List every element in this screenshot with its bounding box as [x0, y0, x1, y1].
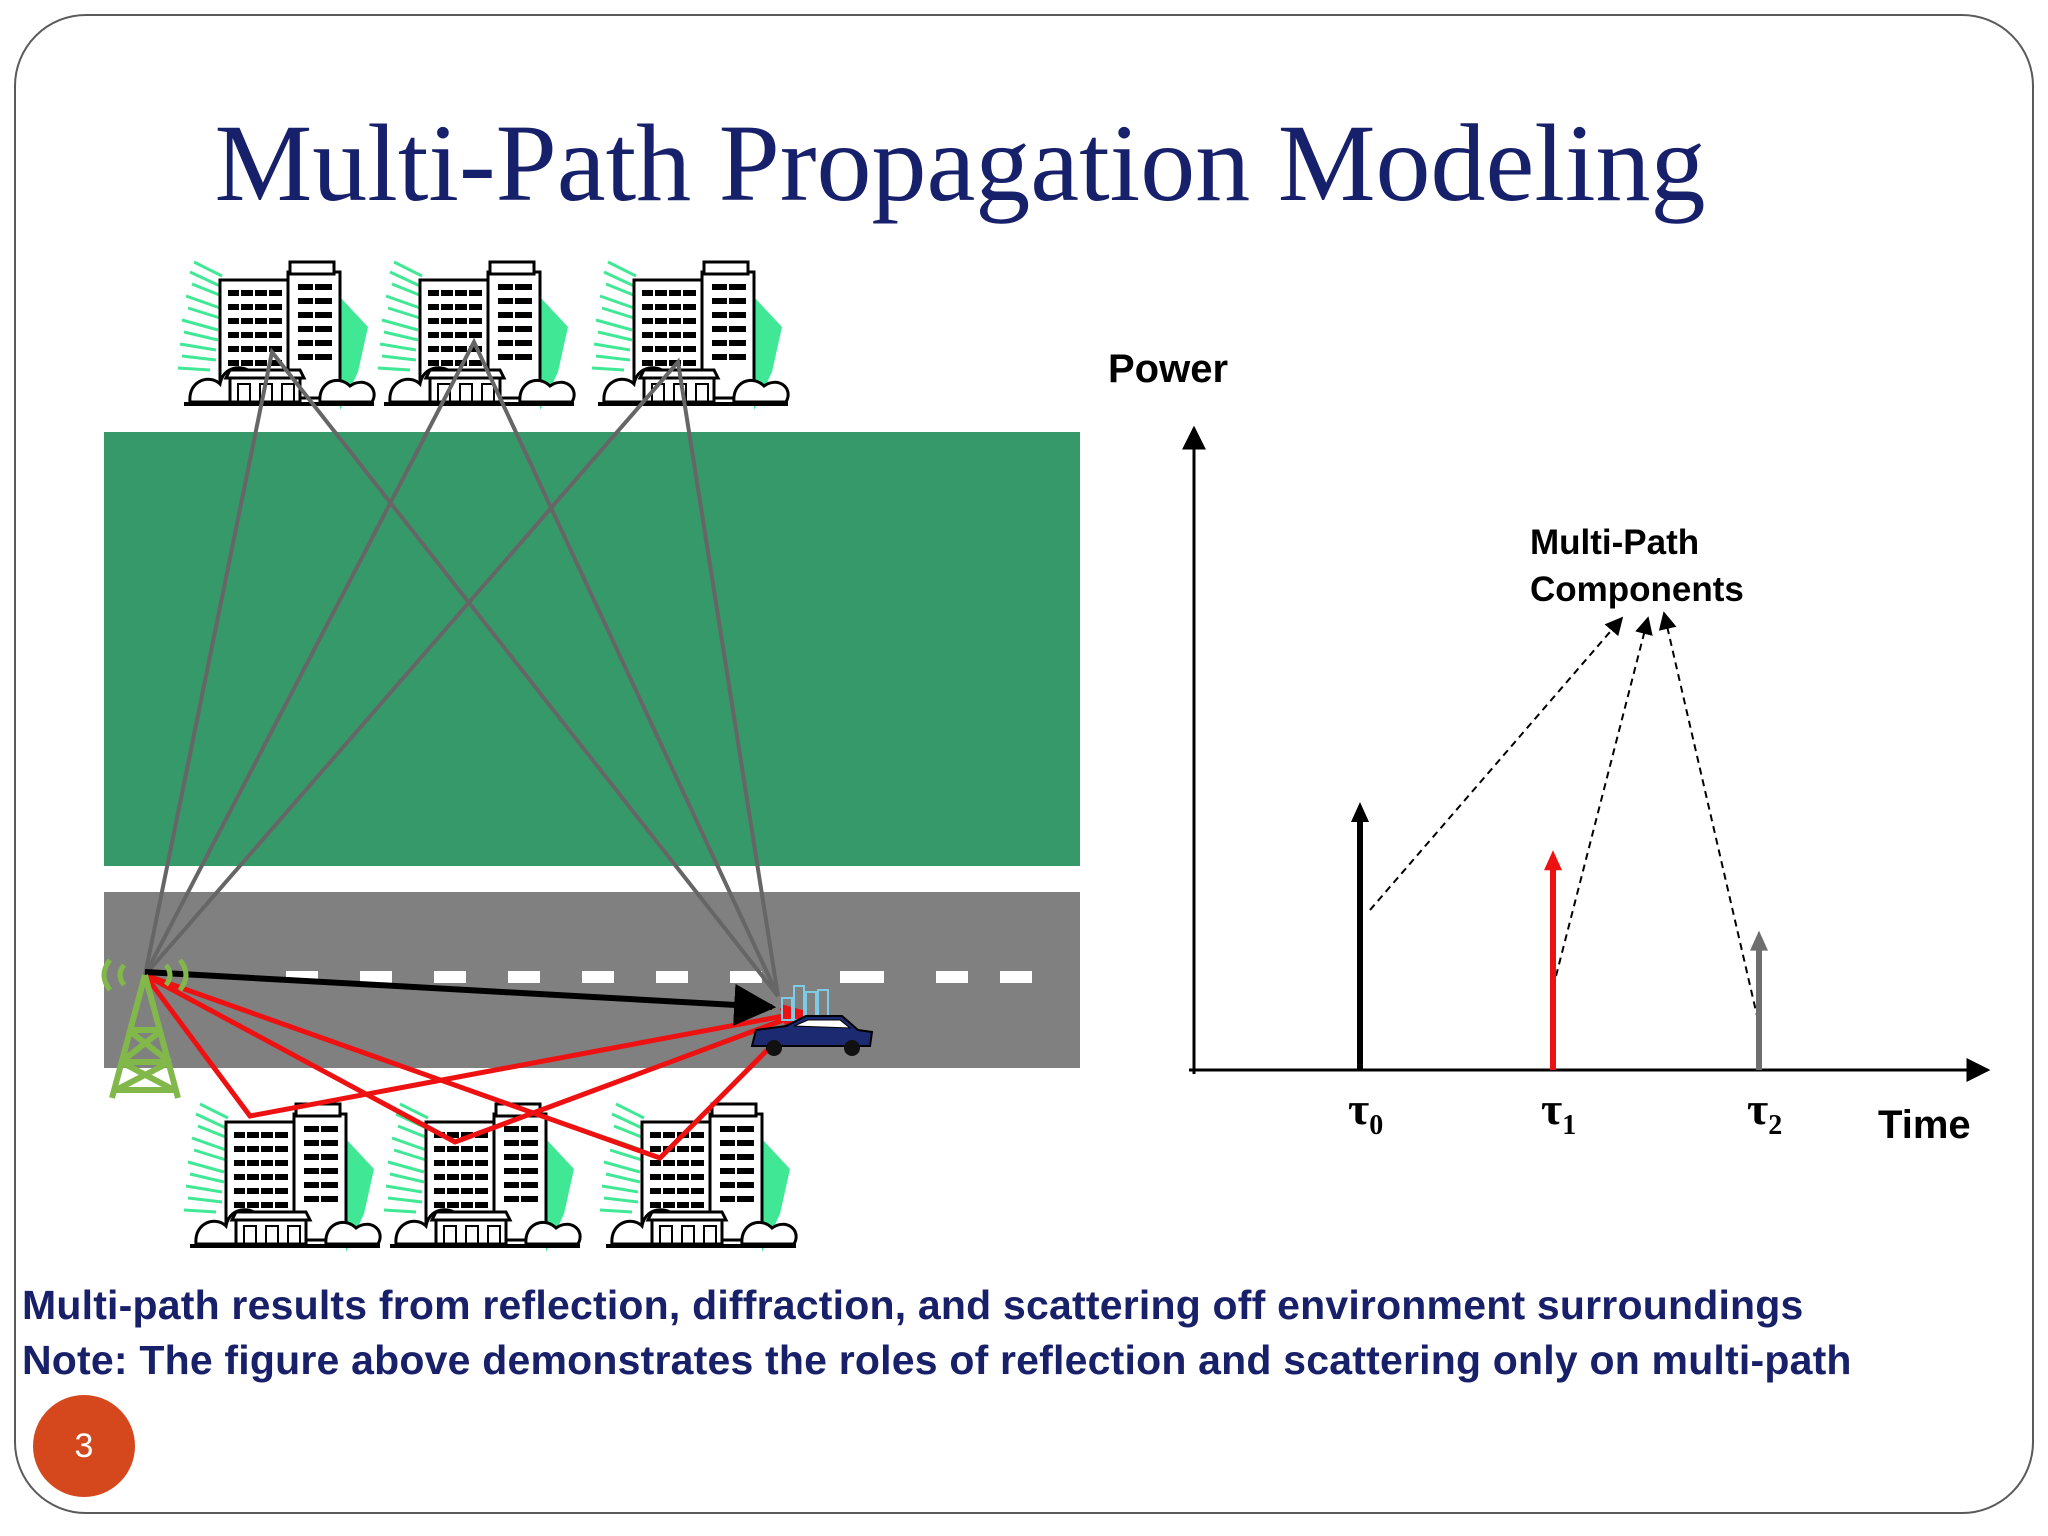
building-icon [376, 260, 577, 412]
car-icon [750, 985, 874, 1056]
green-field [104, 432, 1080, 866]
tau-label-2: τ2 [1747, 1083, 1782, 1141]
x-axis-label: Time [1878, 1103, 1971, 1147]
building-icon [182, 1102, 383, 1254]
upper-reflection-paths [143, 337, 780, 998]
tau-subscript-0: 0 [1369, 1110, 1383, 1141]
tau-label-1: τ1 [1541, 1083, 1576, 1141]
footer-line-2: Note: The figure above demonstrates the … [22, 1337, 1852, 1383]
line-of-sight-path [144, 969, 777, 1026]
lane-divider [286, 971, 1032, 983]
impulse-arrowhead-1 [1544, 850, 1562, 871]
building-icon [598, 1102, 799, 1254]
impulse-arrowhead-2 [1750, 930, 1768, 951]
building-icon [590, 260, 791, 412]
tau-subscript-2: 2 [1768, 1110, 1782, 1141]
lower-reflection-paths [142, 972, 808, 1161]
impulse-arrowhead-0 [1351, 802, 1369, 822]
slide-frame [14, 14, 2034, 1514]
tau-subscript-1: 1 [1562, 1110, 1576, 1141]
tau-label-0: τ0 [1348, 1083, 1383, 1141]
page-number-badge: 3 [33, 1395, 135, 1497]
annotation-line-1: Multi-Path [1530, 523, 1699, 562]
y-axis-label: Power [1108, 347, 1228, 391]
building-icon [382, 1102, 583, 1254]
power-time-plot: Power Time Multi-Path Components τ0 τ1 τ2 [1108, 347, 1991, 1147]
transmitter-tower-icon [101, 958, 189, 1099]
footer-line-1: Multi-path results from reflection, diff… [22, 1282, 1804, 1328]
annotation-line-2: Components [1530, 570, 1744, 609]
annotation-pointers [1369, 611, 1759, 1021]
building-icon [176, 260, 377, 412]
slide-title: Multi-Path Propagation Modeling [214, 102, 1706, 224]
